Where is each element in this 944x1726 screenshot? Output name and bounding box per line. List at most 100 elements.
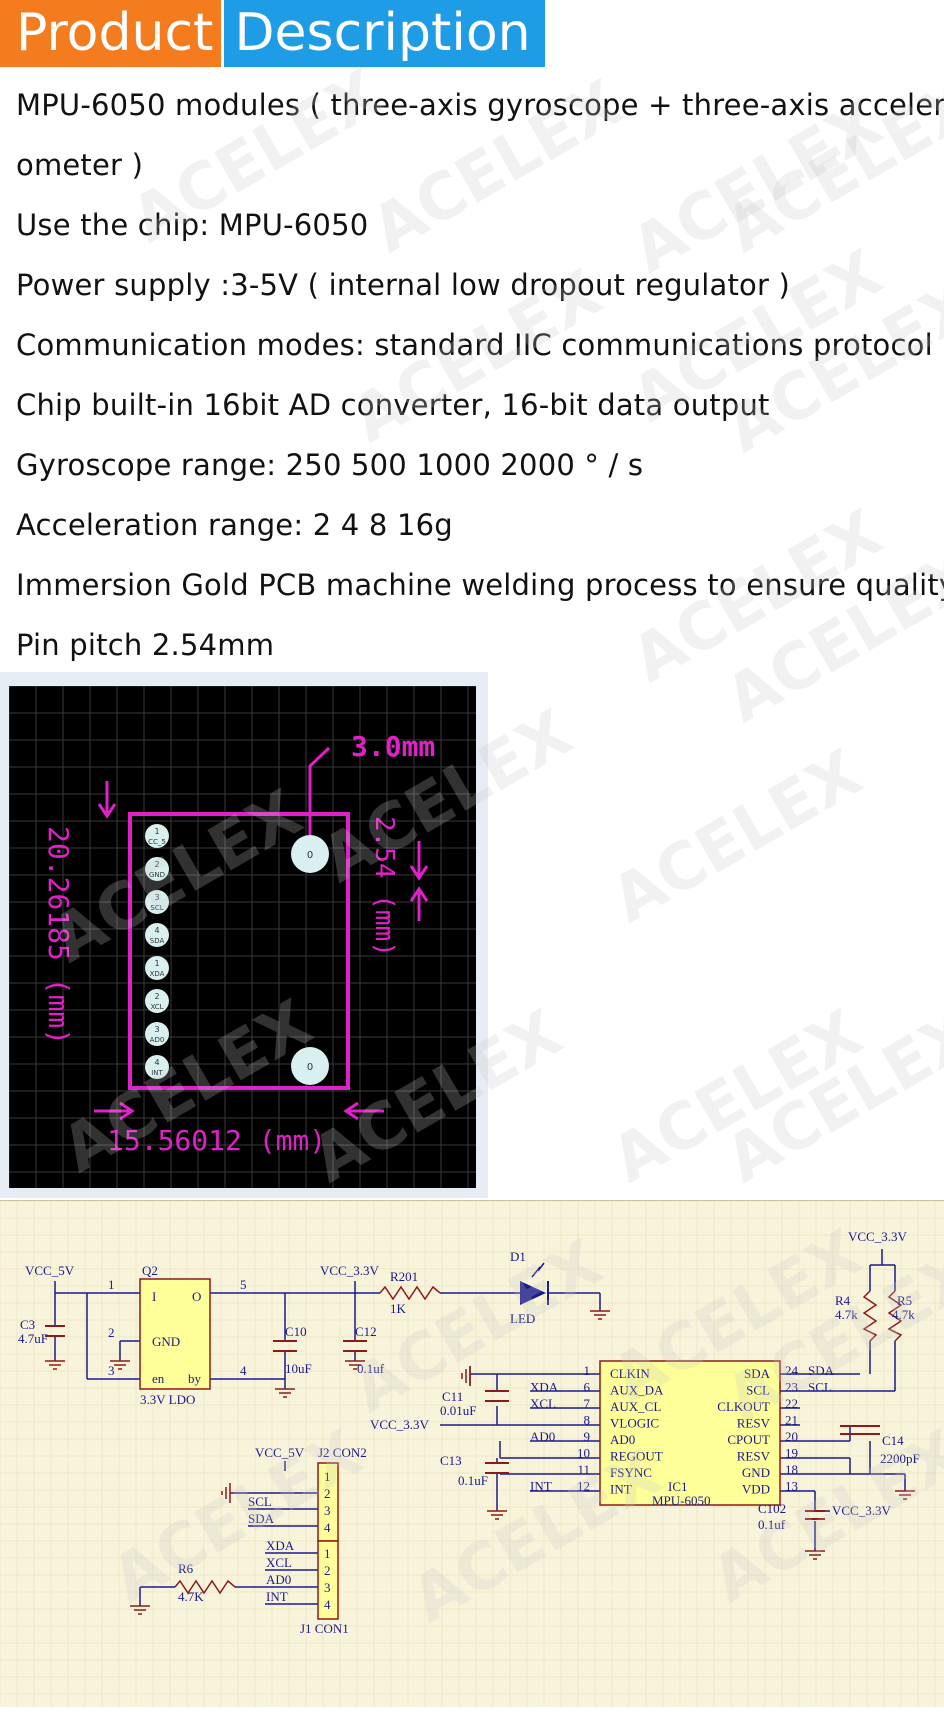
ic-pin-number: 6: [584, 1380, 591, 1395]
ic-pin-number: 20: [785, 1429, 798, 1444]
pin-number: 1: [108, 1277, 115, 1292]
j1-label: J1 CON1: [300, 1621, 349, 1636]
description-line: Use the chip: MPU-6050: [16, 208, 369, 242]
net-label: SDA: [808, 1363, 835, 1378]
ic-pin-number: 8: [584, 1413, 591, 1428]
ic-pin-labels: CLKIN1AUX_DA6XDAAUX_CL7XCLVLOGIC8AD09AD0…: [530, 1363, 835, 1497]
c3-label: C3: [20, 1317, 35, 1332]
c13-value: 0.1uF: [458, 1473, 488, 1488]
schematic-svg: VCC_5V Q2 VCC_3.3V VCC_3.3V 3.3V LDO I O…: [0, 1200, 944, 1707]
pin-number: 3: [154, 893, 159, 902]
ic-pin-name: VDD: [742, 1482, 770, 1497]
ic-pin-number: 24: [785, 1363, 799, 1378]
ic-pin-name: RESV: [737, 1416, 771, 1431]
c11-label: C11: [442, 1389, 463, 1404]
led-icon: [520, 1281, 546, 1305]
width-dimension: 15.56012 (mm): [107, 1124, 326, 1157]
r201-label: R201: [390, 1269, 418, 1284]
vcc-33v-label: VCC_3.3V: [320, 1263, 379, 1278]
j1-pin-number: 4: [324, 1597, 331, 1612]
hole-label: 0: [307, 850, 313, 861]
pin-name: SDA: [150, 937, 165, 945]
pin-name: XDA: [150, 970, 165, 978]
net-label: AD0: [530, 1429, 555, 1444]
pin-name: AD0: [150, 1036, 165, 1044]
schematic-labels: VCC_5V Q2 VCC_3.3V VCC_3.3V 3.3V LDO I O…: [18, 1229, 920, 1636]
ic-pin-number: 12: [577, 1479, 590, 1494]
pin-number: 3: [108, 1363, 115, 1378]
description-line: Immersion Gold PCB machine welding proce…: [16, 568, 944, 602]
j2-pin-number: 1: [324, 1469, 331, 1484]
board-outline: [128, 812, 350, 1090]
ic-pin-number: 23: [785, 1380, 798, 1395]
ic-pin-name: INT: [610, 1482, 632, 1497]
resistor-r4: [862, 1290, 878, 1342]
ldo-out-label: O: [192, 1289, 201, 1304]
regulator-q2: [139, 1278, 211, 1390]
pin-name: SCL: [150, 904, 163, 912]
q2-label: Q2: [142, 1263, 158, 1278]
ic-mpu6050: [599, 1360, 781, 1506]
description-line: Gyroscope range: 250 500 1000 2000 ° / s: [16, 448, 644, 482]
title-part-1: Product: [0, 0, 222, 67]
pin-number: 5: [240, 1277, 247, 1292]
ic-pin-number: 7: [584, 1396, 591, 1411]
net-label: INT: [530, 1479, 552, 1494]
arrow-down-icon: [97, 781, 117, 819]
description-list: MPU-6050 modules ( three-axis gyroscope …: [16, 75, 944, 675]
c14-label: C14: [882, 1433, 904, 1448]
product-description-title: Product Description: [0, 0, 545, 67]
c12-label: C12: [355, 1324, 377, 1339]
ground-symbols: [45, 1310, 915, 1615]
hole-dimension: 3.0mm: [351, 730, 435, 763]
ic-pin-name: AUX_DA: [610, 1383, 664, 1398]
description-line: Acceleration range: 2 4 8 16g: [16, 508, 453, 542]
pitch-dimension: 2.54 (mm): [369, 816, 399, 957]
ldo-label: 3.3V LDO: [140, 1392, 195, 1407]
capacitors: [45, 1325, 880, 1520]
r4-label: R4: [835, 1293, 851, 1308]
j2-pin-number: 3: [324, 1503, 331, 1518]
description-line: MPU-6050 modules ( three-axis gyroscope …: [16, 88, 944, 122]
ic-ref-label: IC1: [668, 1479, 688, 1494]
net-label: XCL: [266, 1555, 292, 1570]
net-label: SCL: [808, 1380, 832, 1395]
connector-j1: [317, 1540, 339, 1620]
c11-value: 0.01uF: [440, 1403, 476, 1418]
mounting-hole: [291, 1047, 329, 1085]
resistor-r6: [174, 1579, 236, 1595]
pin-number: 1: [154, 827, 159, 836]
ic-pin-number: 13: [785, 1479, 798, 1494]
r5-label: R5: [897, 1293, 912, 1308]
net-label: SCL: [248, 1494, 272, 1509]
ic-pin-name: CPOUT: [727, 1432, 770, 1447]
r6-label: R6: [178, 1561, 194, 1576]
description-line: Chip built-in 16bit AD converter, 16-bit…: [16, 388, 770, 422]
pin-number: 2: [154, 992, 159, 1001]
ic-pin-name: FSYNC: [610, 1465, 652, 1480]
description-line: Power supply :3-5V ( internal low dropou…: [16, 268, 791, 302]
watermark-text: ACELEX: [599, 736, 875, 938]
pin-name: CC_5: [148, 838, 166, 846]
pin-name: GND: [149, 871, 165, 879]
schematic-wires: [54, 1249, 906, 1606]
ic-pin-number: 10: [577, 1446, 590, 1461]
pin-number: 4: [154, 926, 159, 935]
net-label: SDA: [248, 1511, 275, 1526]
resistor-r201: [379, 1285, 441, 1301]
j2-label: J2 CON2: [318, 1445, 367, 1460]
ic-name-label: MPU-6050: [652, 1493, 711, 1508]
ic-pin-name: AUX_CL: [610, 1399, 661, 1414]
ic-pin-number: 18: [785, 1462, 798, 1477]
ic-pin-name: RESV: [737, 1449, 771, 1464]
c3-value: 4.7uF: [18, 1331, 48, 1346]
arrow-left-icon: [343, 1101, 384, 1121]
pin-number: 4: [240, 1363, 247, 1378]
net-label: XDA: [266, 1538, 295, 1553]
height-dimension: 20.26185 (mm): [42, 826, 75, 1045]
